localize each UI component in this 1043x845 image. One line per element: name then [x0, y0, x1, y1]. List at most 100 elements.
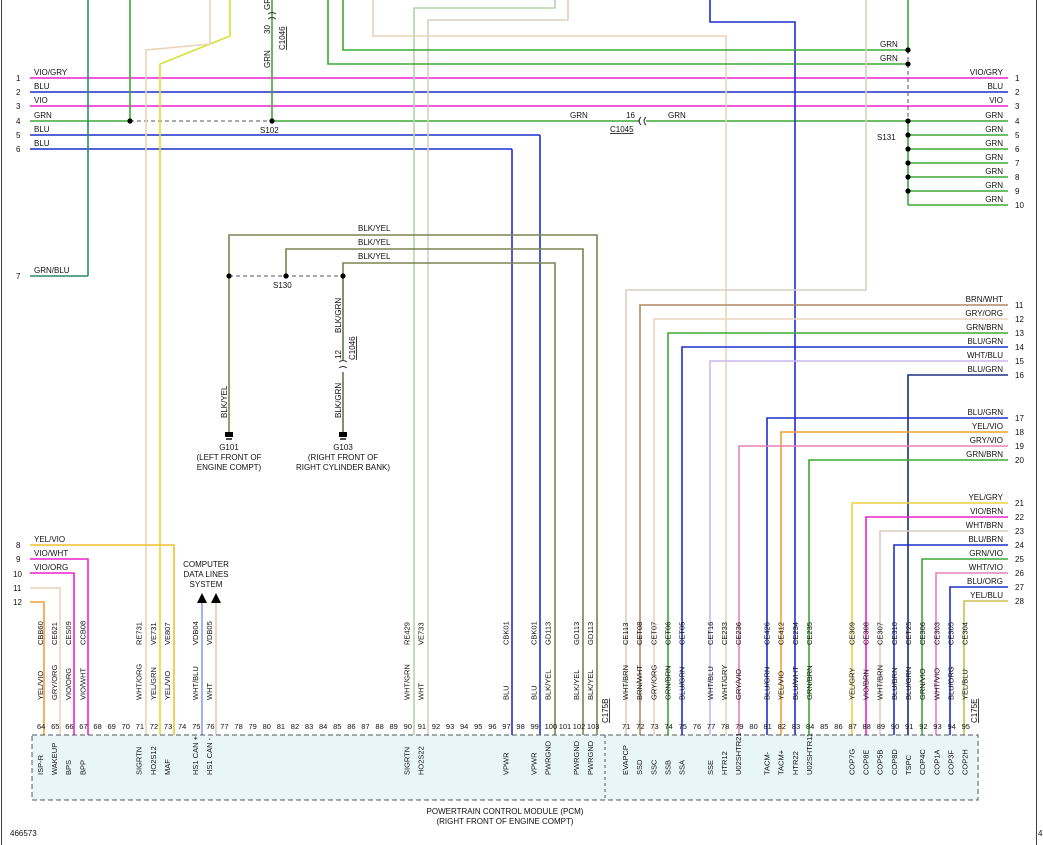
right-wire-num: 5 [1015, 131, 1020, 140]
wire-pin91-ho2s22 [427, 0, 569, 735]
pin-number: 95 [962, 722, 970, 731]
pin-number: 78 [721, 722, 729, 731]
pin-circuit: CCB08 [78, 621, 87, 645]
right-wire-color: GRN [985, 181, 1003, 190]
wire-right-24 [893, 544, 1008, 735]
left-wire-color: GRN [34, 111, 52, 120]
pin-function: PWRGND [586, 740, 595, 775]
right-wire-num: 23 [1015, 527, 1024, 536]
pin-wire-color: VIO/WHT [78, 668, 87, 700]
pin-function: COP5B [876, 750, 885, 775]
right-wire-num: 4 [1015, 117, 1020, 126]
left-wire-num: 5 [16, 131, 21, 140]
pin-function: BPS [64, 760, 73, 775]
pin-number: 83 [305, 722, 313, 731]
right-wire-num: 7 [1015, 159, 1020, 168]
pin-function: COP2H [961, 749, 970, 775]
pin-function: VPWR [530, 752, 539, 775]
pin-circuit: CE307 [876, 622, 885, 645]
pin-wire-color: VIO/BRN [862, 669, 871, 700]
pin-number: 102 [573, 722, 586, 731]
right-wire-color: GRN [985, 195, 1003, 204]
splice-s102-dot [269, 118, 275, 124]
left-lower-num: 10 [13, 570, 22, 579]
diagram-id: 466573 [10, 829, 37, 838]
wire-right-17 [766, 417, 1008, 735]
pin-wire-color: YEL/VIO [777, 671, 786, 700]
g101-wire-label: BLK/YEL [220, 385, 229, 418]
pin-circuit: CBK01 [501, 621, 510, 645]
pin-wire-color: BLU [501, 685, 510, 700]
wire-pin90-sigrtn [413, 0, 556, 735]
s131-label: S131 [877, 133, 896, 142]
g103-location-1: (RIGHT FRONT OF [308, 453, 378, 462]
pin-number: 75 [679, 722, 687, 731]
grn-30-label: 30 [263, 25, 272, 34]
pin-number: 94 [460, 722, 468, 731]
pin-function: HTR22 [791, 751, 800, 775]
pin-number: 65 [51, 722, 59, 731]
splice-s131-dot-5 [905, 132, 911, 138]
pin-function: SSA [678, 760, 687, 775]
pin-number: 74 [665, 722, 673, 731]
s102-label: S102 [260, 126, 279, 135]
pin-circuit: GD113 [544, 622, 553, 645]
pin-wire-color: WHT/BRN [876, 665, 885, 700]
wire-right-16 [907, 374, 1008, 735]
c1046-bottom-symbol [338, 360, 348, 369]
pin-function: COP3F [947, 750, 956, 775]
pin-circuit: CET05 [678, 622, 687, 645]
blkyel-label: BLK/YEL [358, 238, 391, 247]
wire-left-10 [30, 572, 75, 735]
page-number: 4 [1038, 829, 1043, 838]
pin-circuit: CE412 [777, 622, 786, 645]
pin-circuit: VDB05 [205, 621, 214, 645]
wire-left-11 [30, 587, 61, 735]
pin-number: 96 [488, 722, 496, 731]
wire-right-13 [667, 332, 1008, 735]
arrow-up-icon-can-plus [197, 593, 207, 603]
g103-wire-label-bottom: BLK/GRN [334, 383, 343, 418]
right-wire-num: 22 [1015, 513, 1024, 522]
c1045-label: C1045 [610, 125, 634, 134]
pin-wire-color: BLU/GRN [904, 667, 913, 700]
wire-right-28 [963, 600, 1008, 735]
right-wire-num: 25 [1015, 555, 1024, 564]
pin-function: HS1 CAN - [205, 737, 214, 775]
grn-wire-b-label: GR [263, 0, 272, 10]
right-wire-num: 14 [1015, 343, 1024, 352]
pin-number: 74 [178, 722, 186, 731]
pin-number: 73 [164, 722, 172, 731]
ground-wires [228, 234, 598, 735]
pin-number: 77 [707, 722, 715, 731]
g101-location-2: ENGINE COMPT) [197, 463, 262, 472]
pin-wire-color: GRY/VIO [734, 669, 743, 700]
pin-number: 99 [531, 722, 539, 731]
wire-right-21 [851, 502, 1008, 735]
pin-circuit: CE236 [734, 622, 743, 645]
pin-function: SIGRTN [403, 747, 412, 775]
blkyel-label: BLK/YEL [358, 252, 391, 261]
splices [127, 47, 911, 279]
right-wire-num: 11 [1015, 301, 1024, 310]
pin-number: 80 [263, 722, 271, 731]
pin-wire-color: YEL/GRY [847, 668, 856, 700]
pin-number: 89 [877, 722, 885, 731]
wire-pin72-ho2s12 [145, 0, 211, 735]
pin-function: COP8D [890, 749, 899, 775]
splice-s131-dot-6 [905, 146, 911, 152]
blkyel-labels: BLK/YEL BLK/YEL BLK/YEL [358, 224, 391, 261]
ground-g101 [225, 432, 233, 440]
wire-left-12 [30, 601, 45, 735]
splice-s131-top-dot [905, 47, 911, 53]
right-wire-num: 26 [1015, 569, 1024, 578]
right-wire-color: BRN/WHT [966, 295, 1003, 304]
pin-number: 76 [693, 722, 701, 731]
pin-circuit: CE306 [918, 622, 927, 645]
pin-number: 73 [650, 722, 658, 731]
pin-number: 81 [277, 722, 285, 731]
pin-wire-color: YEL/VIO [36, 671, 45, 700]
s130-label: S130 [273, 281, 292, 290]
pin-number: 87 [848, 722, 856, 731]
